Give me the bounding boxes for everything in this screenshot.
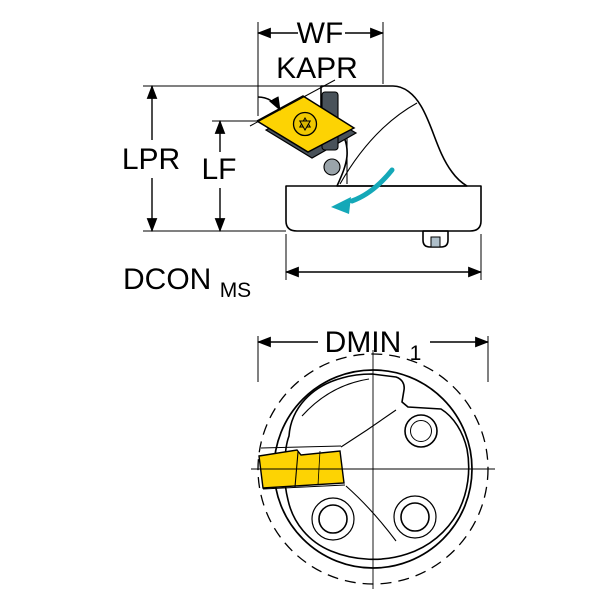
neck-contour-line: [339, 102, 418, 185]
flange-side: [285, 185, 482, 232]
dmin-label: DMIN 1: [325, 326, 422, 365]
lower-contour-line: [345, 485, 397, 542]
dmin-dimension: DMIN 1: [256, 326, 490, 382]
front-view: DMIN 1: [251, 326, 495, 589]
wf-dimension: WF: [256, 17, 385, 116]
wf-label: WF: [297, 17, 344, 50]
drive-tab: [422, 230, 449, 248]
pocket-ridge-line: [340, 409, 397, 448]
head-chamfer-line: [301, 378, 370, 417]
mount-hole-bottom-left: [311, 497, 355, 541]
lpr-dimension: LPR: [122, 84, 321, 233]
torx-star-icon: [298, 117, 312, 131]
kapr-dimension: KAPR: [249, 52, 358, 127]
dmin-label-main: DMIN: [325, 326, 402, 359]
pocket-top-line: [260, 445, 342, 449]
dmin-label-sub: 1: [410, 342, 422, 365]
lf-dimension: LF: [201, 119, 256, 233]
drive-tab-notch: [430, 236, 441, 248]
dcon-label: DCON MS: [123, 263, 251, 302]
coolant-arrow-icon: [331, 167, 395, 214]
dcon-dimension: DCON MS: [123, 234, 483, 302]
dcon-label-sub: MS: [220, 279, 252, 302]
mount-hole-top-right: [404, 414, 438, 448]
lf-label: LF: [201, 153, 236, 186]
side-view: WF KAPR LPR LF DCON: [122, 17, 483, 302]
mount-hole-bottom-right: [393, 495, 437, 539]
insert-facet-line: [294, 451, 299, 488]
lpr-label: LPR: [122, 143, 180, 176]
clamp-screw-icon: [323, 158, 341, 176]
insert-facet-line: [317, 450, 321, 486]
tool-head-front-body: [283, 373, 470, 561]
kapr-label: KAPR: [276, 52, 358, 85]
dcon-label-main: DCON: [123, 263, 211, 296]
pocket-bottom-line: [262, 484, 346, 490]
